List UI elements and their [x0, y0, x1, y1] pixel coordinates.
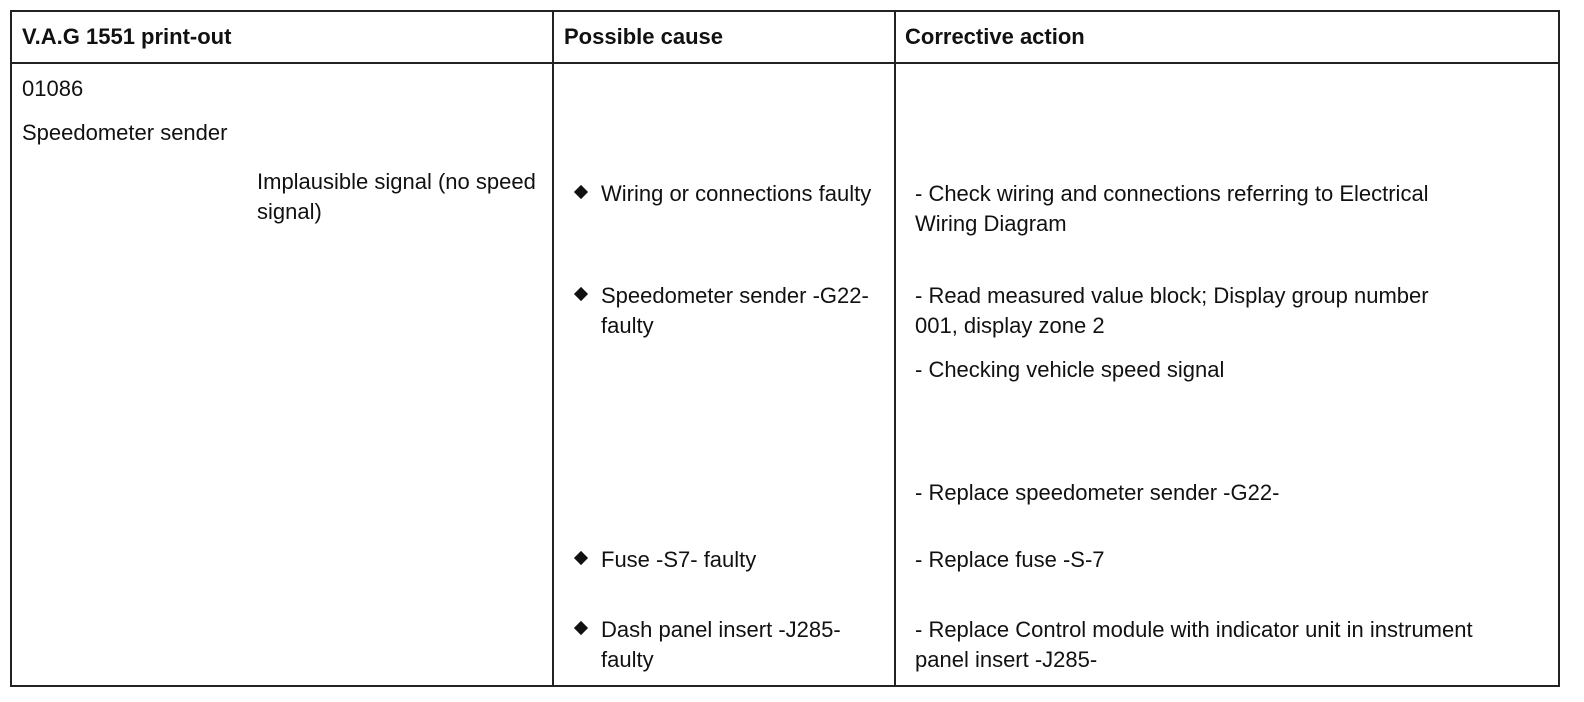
diamond-bullet-icon: [573, 620, 589, 636]
header-printout: V.A.G 1551 print-out: [22, 24, 232, 49]
cause-text: Wiring or connections faulty: [601, 181, 872, 206]
fault-code: 01086: [22, 76, 84, 101]
action-item: - Replace speedometer sender -G22-: [915, 480, 1280, 505]
diamond-bullet-icon: [573, 550, 589, 566]
action-item: - Replace fuse -S-7: [915, 547, 1105, 572]
action-item: - Replace Control module with indicator …: [915, 617, 1473, 672]
column-divider-1: [552, 12, 554, 685]
action-item: - Read measured value block; Display gro…: [915, 283, 1429, 338]
header-possible-cause: Possible cause: [564, 24, 723, 49]
header-divider: [12, 62, 1558, 64]
cause-text: Fuse -S7- faulty: [601, 547, 757, 572]
cause-text: Dash panel insert -J285- faulty: [601, 617, 841, 672]
fault-table: V.A.G 1551 print-out Possible cause Corr…: [10, 10, 1560, 687]
action-item: - Check wiring and connections referring…: [915, 181, 1429, 236]
cause-text: Speedometer sender -G22- faulty: [601, 283, 869, 338]
fault-condition: Implausible signal (no speed signal): [257, 169, 536, 224]
fault-component: Speedometer sender: [22, 120, 228, 145]
header-corrective-action: Corrective action: [905, 24, 1085, 49]
action-item: - Checking vehicle speed signal: [915, 357, 1225, 382]
column-divider-2: [894, 12, 896, 685]
diamond-bullet-icon: [573, 286, 589, 302]
diamond-bullet-icon: [573, 184, 589, 200]
